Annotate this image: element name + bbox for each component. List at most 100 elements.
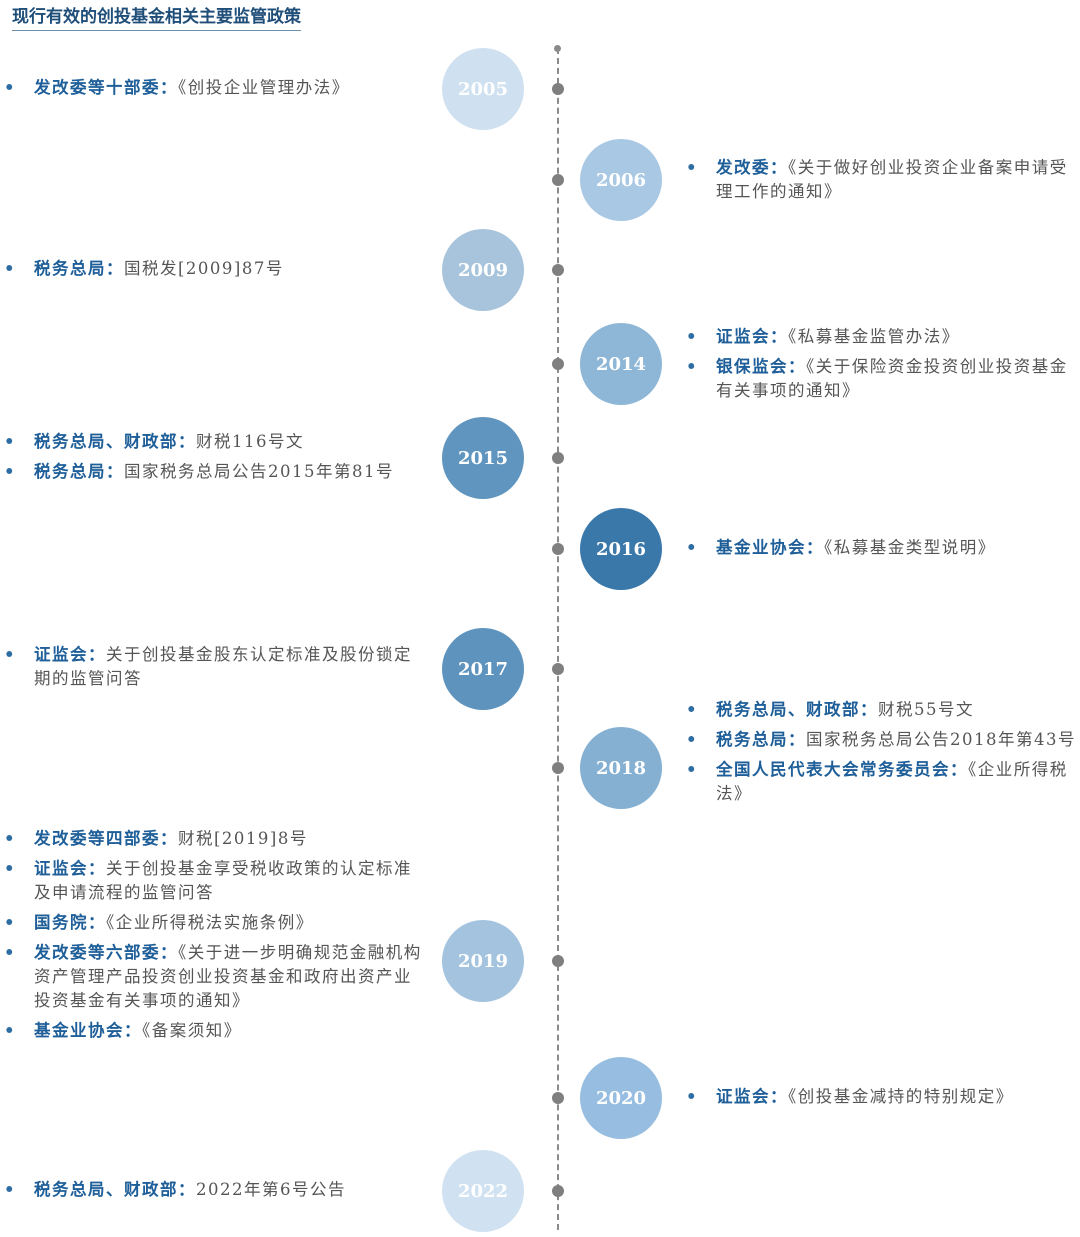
bullet-icon: • xyxy=(4,913,17,932)
policy-issuer: 发改委等六部委： xyxy=(34,943,178,962)
policy-issuer: 发改委： xyxy=(716,158,788,177)
policy-document: 国家税务总局公告2015年第81号 xyxy=(124,462,394,481)
policy-issuer: 税务总局、财政部： xyxy=(716,700,878,719)
policy-item: •银保监会：《关于保险资金投资创业投资基金有关事项的通知》 xyxy=(686,355,1078,403)
policy-document: 财税[2019]8号 xyxy=(178,829,308,848)
timeline-dot-2017 xyxy=(552,663,564,675)
timeline-dot-2014 xyxy=(552,358,564,370)
policy-document: 关于创投基金股东认定标准及股份锁定期的监管问答 xyxy=(34,645,412,688)
timeline-dot-2009 xyxy=(552,264,564,276)
year-circle-2005: 2005 xyxy=(442,48,524,130)
timeline-dot-2022 xyxy=(552,1185,564,1197)
policy-list-2019: • 发改委等四部委：财税[2019]8号 • 证监会：关于创投基金享受税收政策的认定标… xyxy=(4,827,428,1049)
bullet-icon: • xyxy=(4,78,17,97)
bullet-icon: • xyxy=(4,943,17,962)
policy-list-2017: • 证监会：关于创投基金股东认定标准及股份锁定期的监管问答 xyxy=(4,643,428,697)
policy-document: 国税发[2009]87号 xyxy=(124,259,284,278)
policy-document: 财税116号文 xyxy=(196,432,304,451)
policy-issuer: 证监会： xyxy=(34,859,106,878)
policy-document: 《关于进一步明确规范金融机构资产管理产品投资创业投资基金和政府出资产业投资基金有… xyxy=(34,943,422,1010)
year-circle-2020: 2020 xyxy=(580,1057,662,1139)
timeline-dot-2020 xyxy=(552,1092,564,1104)
policy-item: • 税务总局：国家税务总局公告2018年第43号 xyxy=(686,728,1078,752)
policy-item: • 发改委等六部委：《关于进一步明确规范金融机构资产管理产品投资创业投资基金和政府… xyxy=(4,941,428,1013)
policy-item: • 证监会：关于创投基金享受税收政策的认定标准及申请流程的监管问答 xyxy=(4,857,428,905)
policy-document: 关于创投基金享受税收政策的认定标准及申请流程的监管问答 xyxy=(34,859,412,902)
policy-issuer: 税务总局、财政部： xyxy=(34,432,196,451)
policy-list-2016: •基金业协会：《私募基金类型说明》 xyxy=(686,536,1078,566)
timeline-dot-2005 xyxy=(552,83,564,95)
policy-issuer: 证监会： xyxy=(716,1087,788,1106)
policy-issuer: 发改委等十部委： xyxy=(34,78,178,97)
policy-document: 国家税务总局公告2018年第43号 xyxy=(806,730,1076,749)
policy-item: •基金业协会：《私募基金类型说明》 xyxy=(686,536,1078,560)
policy-issuer: 基金业协会： xyxy=(34,1021,142,1040)
policy-issuer: 税务总局： xyxy=(716,730,806,749)
policy-item: • 税务总局、财政部：2022年第6号公告 xyxy=(4,1178,428,1202)
timeline-dot-2016 xyxy=(552,543,564,555)
year-circle-2019: 2019 xyxy=(442,920,524,1002)
policy-item: • 税务总局、财政部：财税55号文 xyxy=(686,698,1078,722)
policy-list-2009: • 税务总局：国税发[2009]87号 xyxy=(4,257,428,287)
year-circle-2016: 2016 xyxy=(580,508,662,590)
bullet-icon: • xyxy=(686,700,699,719)
policy-document: 《创投企业管理办法》 xyxy=(178,78,350,97)
policy-item: • 基金业协会：《备案须知》 xyxy=(4,1019,428,1043)
policy-item: • 国务院：《企业所得税法实施条例》 xyxy=(4,911,428,935)
policy-document: 《备案须知》 xyxy=(142,1021,242,1040)
policy-document: 《私募基金监管办法》 xyxy=(788,327,960,346)
year-circle-2022: 2022 xyxy=(442,1150,524,1232)
policy-issuer: 证监会： xyxy=(716,327,788,346)
bullet-icon: • xyxy=(686,760,699,779)
policy-list-2014: •证监会：《私募基金监管办法》•银保监会：《关于保险资金投资创业投资基金有关事项… xyxy=(686,325,1078,409)
bullet-icon: • xyxy=(686,158,699,177)
policy-list-2005: • 发改委等十部委：《创投企业管理办法》 xyxy=(4,76,428,106)
policy-item: •全国人民代表大会常务委员会：《企业所得税法》 xyxy=(686,758,1078,806)
year-circle-2009: 2009 xyxy=(442,229,524,311)
policy-item: • 税务总局、财政部：财税116号文 xyxy=(4,430,428,454)
bullet-icon: • xyxy=(4,829,17,848)
policy-issuer: 证监会： xyxy=(34,645,106,664)
policy-list-2022: • 税务总局、财政部：2022年第6号公告 xyxy=(4,1178,428,1208)
policy-issuer: 税务总局、财政部： xyxy=(34,1180,196,1199)
policy-issuer: 税务总局： xyxy=(34,259,124,278)
timeline-dot-2015 xyxy=(552,452,564,464)
policy-document: 《企业所得税法》 xyxy=(716,760,1068,803)
policy-document: 财税55号文 xyxy=(878,700,974,719)
timeline-dot-2018 xyxy=(552,762,564,774)
year-circle-2006: 2006 xyxy=(580,139,662,221)
policy-issuer: 国务院： xyxy=(34,913,106,932)
page-title: 现行有效的创投基金相关主要监管政策 xyxy=(12,2,301,31)
policy-item: • 税务总局：国家税务总局公告2015年第81号 xyxy=(4,460,428,484)
policy-item: • 证监会：关于创投基金股东认定标准及股份锁定期的监管问答 xyxy=(4,643,428,691)
timeline-axis xyxy=(557,48,559,1230)
policy-item: • 发改委等十部委：《创投企业管理办法》 xyxy=(4,76,428,100)
policy-item: •证监会：《创投基金减持的特别规定》 xyxy=(686,1085,1078,1109)
bullet-icon: • xyxy=(4,1180,17,1199)
bullet-icon: • xyxy=(4,645,17,664)
bullet-icon: • xyxy=(4,462,17,481)
policy-list-2018: •税务总局、财政部：财税55号文•税务总局：国家税务总局公告2018年第43号•… xyxy=(686,698,1078,812)
bullet-icon: • xyxy=(4,432,17,451)
year-circle-2018: 2018 xyxy=(580,727,662,809)
bullet-icon: • xyxy=(4,859,17,878)
year-circle-2014: 2014 xyxy=(580,323,662,405)
policy-issuer: 税务总局： xyxy=(34,462,124,481)
bullet-icon: • xyxy=(4,1021,17,1040)
bullet-icon: • xyxy=(686,730,699,749)
policy-issuer: 发改委等四部委： xyxy=(34,829,178,848)
bullet-icon: • xyxy=(686,357,699,376)
policy-document: 2022年第6号公告 xyxy=(196,1180,346,1199)
policy-item: •证监会：《私募基金监管办法》 xyxy=(686,325,1078,349)
policy-document: 《企业所得税法实施条例》 xyxy=(106,913,314,932)
policy-document: 《关于做好创业投资企业备案申请受理工作的通知》 xyxy=(716,158,1068,201)
policy-list-2006: • 发改委：《关于做好创业投资企业备案申请受理工作的通知》 xyxy=(686,156,1078,210)
policy-document: 《私募基金类型说明》 xyxy=(824,538,996,557)
year-circle-2017: 2017 xyxy=(442,628,524,710)
bullet-icon: • xyxy=(4,259,17,278)
timeline-dot-2019 xyxy=(552,955,564,967)
timeline-start-dot xyxy=(554,45,561,52)
policy-list-2015: • 税务总局、财政部：财税116号文 • 税务总局：国家税务总局公告2015年第81号 xyxy=(4,430,428,490)
policy-issuer: 基金业协会： xyxy=(716,538,824,557)
policy-item: • 发改委：《关于做好创业投资企业备案申请受理工作的通知》 xyxy=(686,156,1078,204)
